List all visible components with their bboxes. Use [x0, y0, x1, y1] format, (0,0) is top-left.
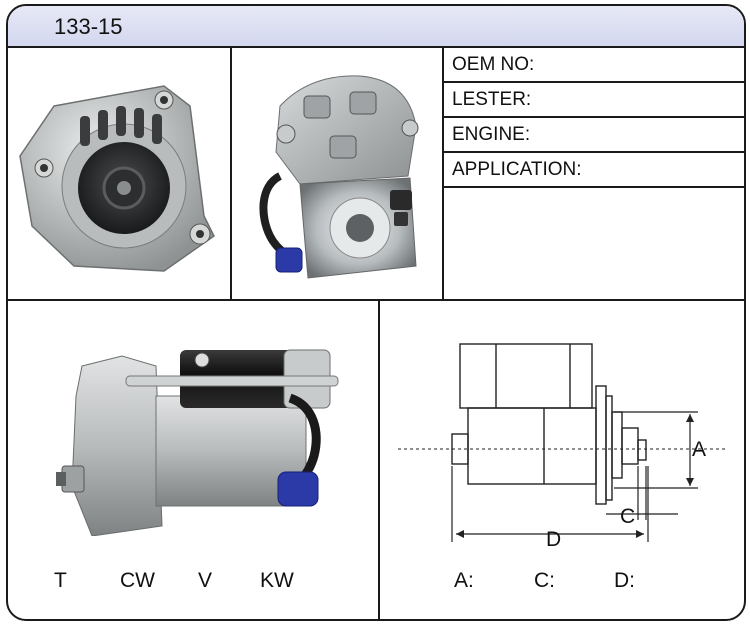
starter-front-photo — [19, 85, 215, 272]
spec-row-oem: OEM NO: — [444, 48, 744, 83]
header-bar: 133-15 — [8, 6, 744, 48]
measure-label-c: C: — [534, 569, 555, 592]
rotation-label-cw: CW — [120, 569, 155, 592]
spec-row-application: APPLICATION: — [444, 153, 744, 188]
spec-row-lester: LESTER: — [444, 83, 744, 118]
divider-photo-1 — [230, 46, 232, 300]
spec-separator — [444, 151, 744, 153]
starter-side-photo — [56, 349, 339, 536]
spec-label-application: APPLICATION: — [452, 159, 582, 180]
spec-label-oem: OEM NO: — [452, 54, 535, 75]
dim-d-label: D — [546, 528, 561, 551]
part-number: 133-15 — [54, 14, 123, 39]
spec-label-lester: LESTER: — [452, 89, 532, 110]
rotation-label-kw: KW — [260, 569, 294, 592]
spec-separator — [444, 116, 744, 118]
divider-bottom — [378, 299, 380, 619]
rotation-label-t: T — [54, 569, 67, 592]
divider-middle — [8, 299, 744, 301]
dim-c-label: C — [620, 505, 635, 528]
spec-separator — [444, 81, 744, 83]
spec-label-engine: ENGINE: — [452, 124, 531, 145]
dimension-drawing: A C D — [398, 343, 728, 551]
divider-photo-2 — [442, 46, 444, 300]
spec-separator — [444, 186, 744, 188]
rotation-label-v: V — [198, 569, 213, 592]
measure-label-a: A: — [454, 569, 474, 592]
starter-rear-photo — [259, 75, 419, 279]
spec-row-engine: ENGINE: — [444, 118, 744, 153]
spec-sheet: 133-15 OEM NO: LESTER: ENGINE: APPLICATI… — [6, 4, 746, 621]
measure-label-d: D: — [614, 569, 635, 592]
dim-a-label: A — [692, 438, 706, 461]
